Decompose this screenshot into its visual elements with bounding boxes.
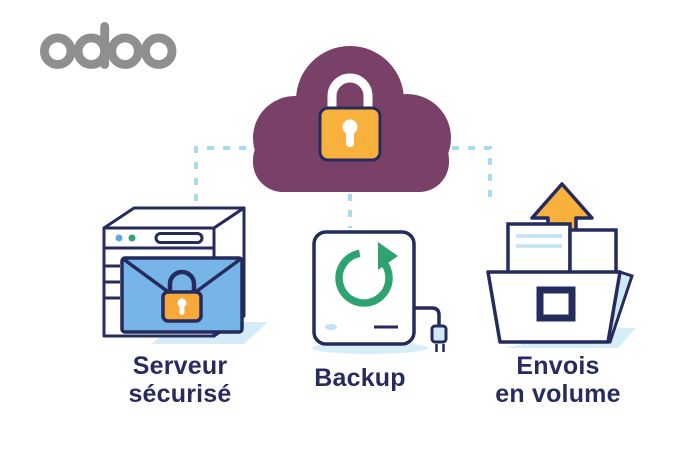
- label-serveur-securise: Serveur sécurisé: [90, 352, 270, 408]
- connector-cloud-to-bulk: [452, 146, 492, 200]
- label-backup: Backup: [275, 364, 445, 392]
- refresh-arrow-icon: [335, 242, 398, 307]
- cable-plug-icon: [430, 324, 448, 352]
- secure-server-icon: [102, 206, 267, 344]
- label-line: Backup: [314, 364, 406, 392]
- label-line: sécurisé: [128, 380, 232, 408]
- connector-cloud-to-server: [194, 146, 246, 206]
- bulk-send-icon: [486, 182, 636, 348]
- backup-drive-icon: [312, 230, 448, 354]
- label-envois-en-volume: Envois en volume: [468, 352, 648, 408]
- label-line: Envois: [516, 352, 600, 380]
- cloud-lock-icon: [253, 46, 451, 192]
- padlock-icon: [318, 73, 382, 162]
- box-front-face: [486, 270, 622, 344]
- odoo-logo: odoo: [40, 20, 180, 75]
- label-line: Serveur: [132, 352, 228, 380]
- drive-details: [325, 324, 398, 330]
- odoo-logo-icon: [40, 21, 177, 69]
- label-line: en volume: [495, 380, 621, 408]
- cable: [414, 306, 441, 326]
- server-front-details: [104, 232, 214, 300]
- box-label-square: [536, 286, 576, 322]
- envelope-padlock-icon: [161, 269, 203, 323]
